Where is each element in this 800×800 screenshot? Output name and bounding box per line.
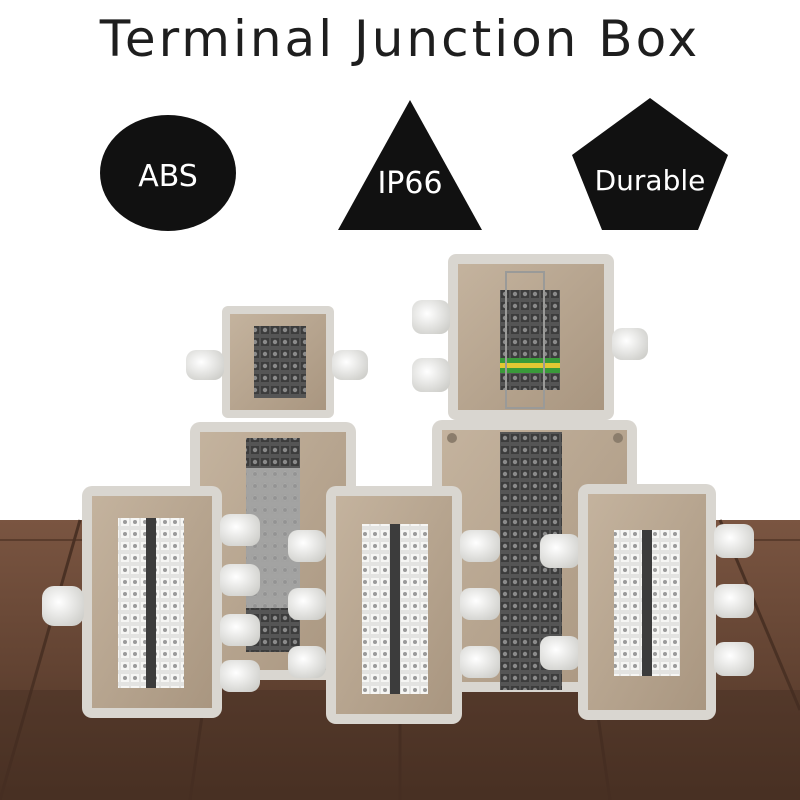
junction-box-front-center (288, 486, 580, 724)
pentagon-shape (572, 98, 728, 230)
circle-shape (100, 115, 236, 231)
product-photo (0, 254, 800, 800)
junction-box-front-right (578, 484, 754, 720)
abs-label: ABS (138, 159, 198, 194)
durable-badge: Durable (572, 98, 728, 230)
junction-box-small (186, 306, 368, 418)
ip66-badge: IP66 (338, 100, 482, 230)
durable-label: Durable (595, 164, 706, 197)
junction-box-front-left (42, 486, 260, 718)
feature-badges: ABS IP66 Durable (100, 98, 728, 231)
page-title: Terminal Junction Box (99, 10, 701, 68)
abs-badge: ABS (100, 115, 236, 231)
triangle-shape (338, 100, 482, 230)
ip66-label: IP66 (377, 166, 442, 201)
junction-box-top-right (412, 254, 648, 420)
